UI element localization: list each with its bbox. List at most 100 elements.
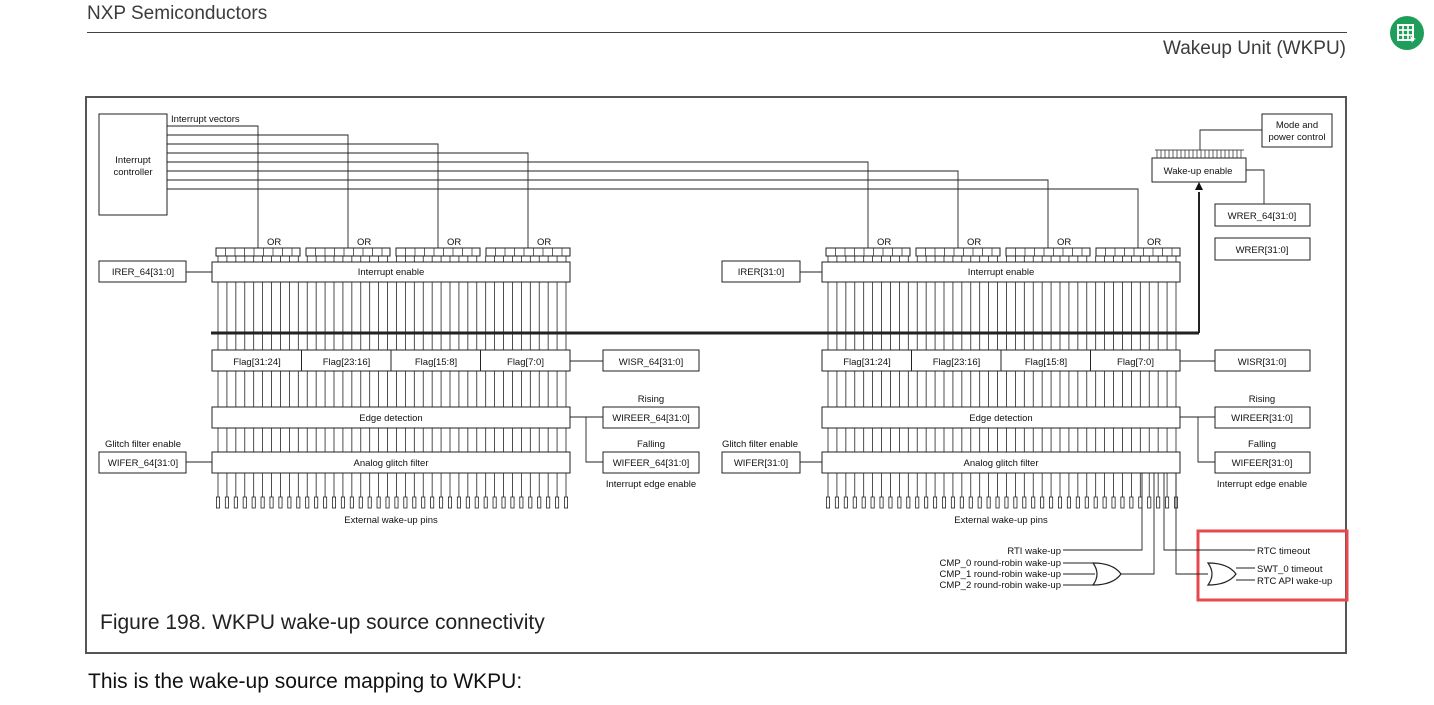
wire [1199, 129, 1262, 150]
left-pin-pad [474, 496, 479, 509]
mode-power-box [1261, 113, 1333, 148]
left-pin-pad [340, 496, 345, 509]
swt0-timeout-label: SWT_0 timeout [1257, 564, 1323, 575]
left-or-label: OR [357, 237, 371, 248]
left-pin-pad [269, 496, 274, 509]
right-pin-pad [843, 496, 848, 509]
right-pin-pad [1111, 496, 1116, 509]
rtc-or-gate [1206, 562, 1237, 586]
left-pin-pad [314, 496, 319, 509]
right-pin-pad [1129, 496, 1134, 509]
wakeup-enable-box [1151, 157, 1247, 183]
right-flag-label: Flag[15:8] [1025, 357, 1067, 368]
right-or-label: OR [877, 237, 891, 248]
left-pin-pad [501, 496, 506, 509]
right-pin-pad [1102, 496, 1107, 509]
right-pin-pad [1058, 496, 1063, 509]
left-pin-pad [385, 496, 390, 509]
interrupt-vector-line [167, 188, 1139, 236]
left-pin-pad [323, 496, 328, 509]
right-pin-pad [852, 496, 857, 509]
right-pin-pad [834, 496, 839, 509]
right-flag-label: Flag[31:24] [843, 357, 891, 368]
right-wifer-label: WIFER[31:0] [734, 458, 788, 469]
spreadsheet-icon[interactable] [1390, 16, 1424, 50]
right-pin-pad [977, 496, 982, 509]
left-or-group-box [485, 247, 571, 257]
right-pin-pad [995, 496, 1000, 509]
left-wifeer-label: WIFEER_64[31:0] [613, 458, 690, 469]
right-edge-detection-box [821, 406, 1181, 429]
wire [1246, 169, 1265, 204]
left-pin-pad [519, 496, 524, 509]
right-or-label: OR [1057, 237, 1071, 248]
left-pin-pad [296, 496, 301, 509]
right-wifeer-label: WIFEER[31:0] [1232, 458, 1293, 469]
left-pin-pad [537, 496, 542, 509]
rti-wire [1063, 473, 1143, 551]
right-analog-glitch-filter-label: Analog glitch filter [964, 458, 1039, 469]
left-pin-pad [278, 496, 283, 509]
left-or-group-box [395, 247, 481, 257]
figure-frame [85, 96, 1347, 654]
left-pin-pad [251, 496, 256, 509]
left-pin-pad [233, 496, 238, 509]
left-or-label: OR [447, 237, 461, 248]
rtc-api-wakeup-label: RTC API wake-up [1257, 576, 1332, 587]
right-interrupt-enable-label: Interrupt enable [968, 267, 1035, 278]
right-analog-glitch-filter-box [821, 451, 1181, 474]
left-pin-pad [510, 496, 515, 509]
right-or-group-box [1005, 247, 1091, 257]
left-pin-pad [394, 496, 399, 509]
left-glitch-filter-enable-label: Glitch filter enable [105, 439, 181, 450]
left-pin-pad [439, 496, 444, 509]
figure-caption: Figure 198. WKPU wake-up source connecti… [100, 611, 545, 634]
left-flag-box [480, 349, 571, 372]
left-pin-pad [403, 496, 408, 509]
rtc-api-wire [1175, 473, 1208, 575]
interrupt-vector-line [167, 152, 529, 236]
left-pin-pad [376, 496, 381, 509]
left-pin-pad [447, 496, 452, 509]
left-pin-pad [528, 496, 533, 509]
wrer-box [1214, 237, 1311, 261]
left-pin-pad [260, 496, 265, 509]
interrupt-vector-line [167, 134, 349, 236]
wrer-label: WRER[31:0] [1236, 245, 1289, 256]
right-pin-pad [986, 496, 991, 509]
left-pin-pad [412, 496, 417, 509]
right-pin-pad [1031, 496, 1036, 509]
cmp0-wakeup-label: CMP_0 round-robin wake-up [940, 558, 1061, 569]
right-pin-pad [861, 496, 866, 509]
interrupt-vectors-label: Interrupt vectors [171, 114, 240, 125]
left-interrupt-enable-label: Interrupt enable [358, 267, 425, 278]
right-pin-pad [826, 496, 831, 509]
right-wifeer-box [1214, 451, 1311, 474]
left-pin-pad [421, 496, 426, 509]
left-analog-glitch-filter-label: Analog glitch filter [354, 458, 429, 469]
right-pin-pad [1066, 496, 1071, 509]
left-pin-pad [483, 496, 488, 509]
right-pin-pad [1022, 496, 1027, 509]
right-wisr-box [1214, 349, 1311, 372]
wrer-64-label: WRER_64[31:0] [1228, 211, 1297, 222]
body-paragraph: This is the wake-up source mapping to WK… [88, 670, 523, 693]
left-pin-pad [358, 496, 363, 509]
cmp-wire [1121, 473, 1155, 575]
right-pin-pad [1120, 496, 1125, 509]
right-pin-pad [1049, 496, 1054, 509]
left-external-pins-label: External wake-up pins [344, 515, 438, 526]
left-edge-detection-box [211, 406, 571, 429]
right-wireer-box [1214, 406, 1311, 429]
left-pin-pad [215, 496, 220, 509]
right-or-group-box [1095, 247, 1181, 257]
interrupt-vector-line [167, 143, 439, 236]
right-pin-pad [870, 496, 875, 509]
right-flag-label: Flag[23:16] [933, 357, 981, 368]
right-pin-pad [1004, 496, 1009, 509]
wire [1197, 417, 1215, 463]
right-flag-label: Flag[7:0] [1117, 357, 1154, 368]
right-flag-box [1090, 349, 1181, 372]
right-pin-pad [1093, 496, 1098, 509]
wire [585, 417, 603, 463]
